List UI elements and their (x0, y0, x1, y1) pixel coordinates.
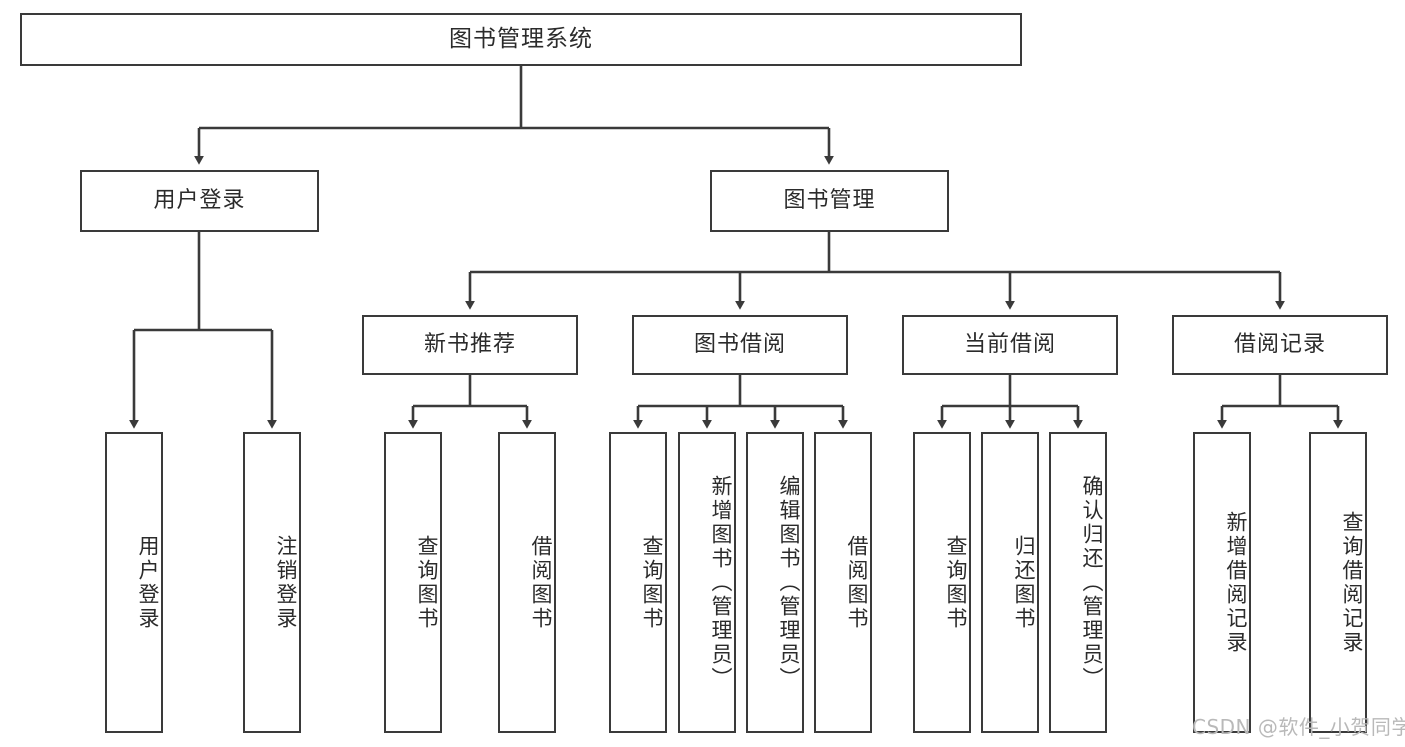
node-label: 图书管理系统 (449, 25, 593, 52)
leaf-edit-book-admin[interactable]: 编辑图书（管理员） (746, 432, 804, 733)
node-book-manage[interactable]: 图书管理 (710, 170, 949, 232)
node-user-login[interactable]: 用户登录 (80, 170, 319, 232)
node-label: 用户登录 (136, 534, 160, 631)
leaf-query-book-borrow[interactable]: 查询图书 (609, 432, 667, 733)
node-current-borrow[interactable]: 当前借阅 (902, 315, 1118, 375)
node-label: 查询借阅记录 (1340, 510, 1364, 655)
node-label: 当前借阅 (963, 331, 1056, 357)
node-borrow-record[interactable]: 借阅记录 (1172, 315, 1388, 375)
leaf-query-book-new-rec[interactable]: 查询图书 (384, 432, 442, 733)
leaf-add-borrow-record[interactable]: 新增借阅记录 (1193, 432, 1251, 733)
leaf-user-login[interactable]: 用户登录 (105, 432, 163, 733)
node-root-system[interactable]: 图书管理系统 (20, 13, 1022, 66)
node-label: 编辑图书（管理员） (777, 474, 801, 691)
csdn-watermark: CSDN @软件_小贺同学 (1192, 715, 1405, 739)
node-label: 查询图书 (415, 534, 439, 631)
leaf-return-book[interactable]: 归还图书 (981, 432, 1039, 733)
leaf-borrow-book-new-rec[interactable]: 借阅图书 (498, 432, 556, 733)
node-label: 图书借阅 (693, 331, 786, 357)
node-label: 新书推荐 (423, 331, 516, 357)
leaf-query-book-current[interactable]: 查询图书 (913, 432, 971, 733)
node-label: 用户登录 (153, 187, 246, 213)
node-label: 新增图书（管理员） (709, 474, 733, 691)
leaf-borrow-book-borrow[interactable]: 借阅图书 (814, 432, 872, 733)
node-label: 借阅记录 (1233, 331, 1326, 357)
node-label: 归还图书 (1012, 534, 1036, 631)
leaf-query-borrow-record[interactable]: 查询借阅记录 (1309, 432, 1367, 733)
node-label: 新增借阅记录 (1224, 510, 1248, 655)
node-label: 借阅图书 (845, 534, 869, 631)
node-label: 查询图书 (944, 534, 968, 631)
leaf-user-logout[interactable]: 注销登录 (243, 432, 301, 733)
node-new-book-rec[interactable]: 新书推荐 (362, 315, 578, 375)
node-book-borrow[interactable]: 图书借阅 (632, 315, 848, 375)
leaf-confirm-return-admin[interactable]: 确认归还（管理员） (1049, 432, 1107, 733)
node-label: 查询图书 (640, 534, 664, 631)
node-label: 图书管理 (783, 187, 876, 213)
leaf-add-book-admin[interactable]: 新增图书（管理员） (678, 432, 736, 733)
node-label: 借阅图书 (529, 534, 553, 631)
node-label: 确认归还（管理员） (1080, 474, 1104, 691)
node-label: 注销登录 (274, 534, 298, 631)
